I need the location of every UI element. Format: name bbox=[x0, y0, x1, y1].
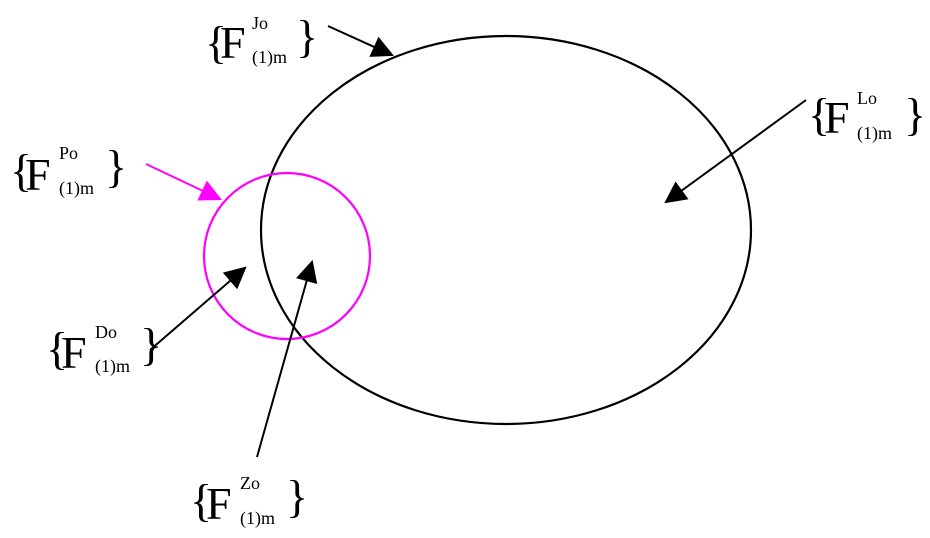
label-f-jo: { F Jo (1)m } bbox=[205, 11, 318, 68]
small-set-circle bbox=[202, 171, 372, 341]
label-f-zo-close: } bbox=[286, 471, 308, 522]
label-f-po: { F Po (1)m } bbox=[10, 141, 127, 200]
label-f-lo-open: { bbox=[808, 89, 830, 140]
label-f-po-letter: F bbox=[25, 149, 51, 200]
label-f-zo-open: { bbox=[190, 475, 212, 526]
label-f-zo-subscript: (1)m bbox=[240, 508, 275, 529]
arrow-do bbox=[149, 266, 247, 351]
label-f-lo: { F Lo (1)m } bbox=[808, 88, 926, 144]
arrow-zo bbox=[256, 259, 318, 458]
label-f-po-open: { bbox=[10, 145, 32, 196]
label-f-zo-superscript: Zo bbox=[240, 473, 260, 493]
arrow-lo bbox=[664, 99, 807, 204]
arrow-po bbox=[145, 163, 222, 201]
label-f-lo-subscript: (1)m bbox=[857, 123, 892, 144]
label-f-do-subscript: (1)m bbox=[95, 356, 130, 377]
label-f-po-close: } bbox=[105, 141, 127, 192]
label-f-po-superscript: Po bbox=[59, 143, 78, 163]
label-f-zo: { F Zo (1)m } bbox=[190, 471, 308, 529]
label-f-jo-superscript: Jo bbox=[252, 13, 268, 33]
label-f-lo-close: } bbox=[904, 89, 926, 140]
label-f-jo-subscript: (1)m bbox=[252, 47, 287, 68]
label-f-jo-close: } bbox=[296, 11, 318, 62]
label-f-do-superscript: Do bbox=[95, 322, 117, 342]
label-f-do-letter: F bbox=[61, 327, 87, 378]
label-f-lo-superscript: Lo bbox=[857, 88, 877, 108]
label-f-do-open: { bbox=[46, 323, 68, 374]
label-f-do-close: } bbox=[140, 319, 162, 370]
arrow-jo bbox=[327, 25, 395, 57]
label-f-do: { F Do (1)m } bbox=[46, 319, 162, 378]
label-f-zo-letter: F bbox=[206, 478, 232, 529]
label-f-lo-letter: F bbox=[824, 92, 850, 143]
label-f-po-subscript: (1)m bbox=[59, 178, 94, 199]
label-f-jo-letter: F bbox=[220, 17, 246, 68]
label-f-jo-open: { bbox=[205, 17, 227, 68]
large-set-ellipse bbox=[259, 34, 753, 426]
